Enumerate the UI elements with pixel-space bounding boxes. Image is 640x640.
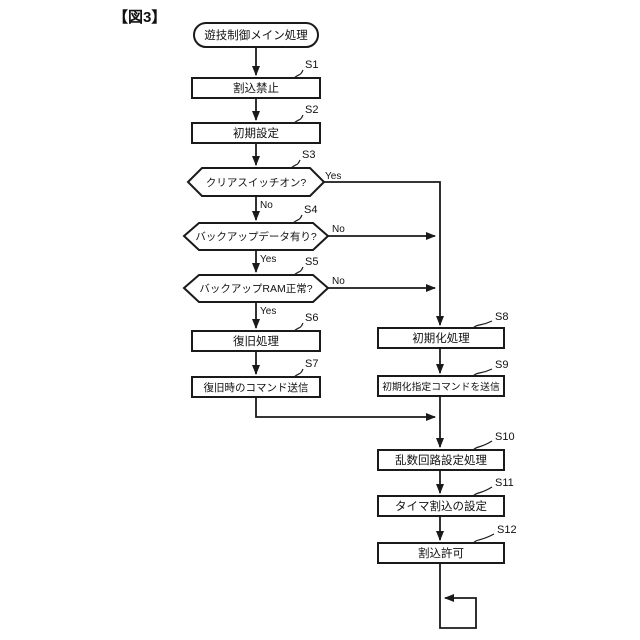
process-label-s11: タイマ割込の設定	[395, 499, 487, 513]
process-label-s2: 初期設定	[233, 126, 279, 140]
branch-label-s3-yes: Yes	[325, 171, 341, 182]
branch-label-s4-yes: Yes	[260, 254, 276, 265]
decision-label-s3: クリアスイッチオン?	[206, 177, 306, 189]
process-box-s11	[377, 495, 505, 517]
decision-hexagon-s3	[186, 167, 326, 197]
branch-label-s4-no: No	[332, 224, 345, 235]
step-id-s7: S7	[305, 358, 318, 370]
start-terminal-label: 遊技制御メイン処理	[204, 28, 308, 42]
step-id-s11: S11	[495, 477, 514, 489]
step-id-s12: S12	[497, 524, 517, 536]
step-id-s3: S3	[302, 149, 315, 161]
process-box-s2	[191, 122, 321, 144]
step-id-s2: S2	[305, 104, 318, 116]
process-label-s7: 復旧時のコマンド送信	[204, 381, 309, 394]
step-id-s9: S9	[495, 359, 508, 371]
step-id-s8: S8	[495, 311, 508, 323]
step-id-s10: S10	[495, 431, 515, 443]
step-id-s4: S4	[304, 204, 317, 216]
arrow-s3-yes-to-s8	[322, 181, 444, 326]
process-label-s12: 割込許可	[418, 546, 464, 560]
process-box-s8	[377, 327, 505, 349]
arrow-s7-to-trunk	[255, 397, 436, 421]
step-id-s6: S6	[305, 312, 318, 324]
branch-label-s5-no: No	[332, 276, 345, 287]
process-label-s1: 割込禁止	[233, 81, 279, 95]
process-label-s9: 初期化指定コマンドを送信	[382, 380, 500, 393]
decision-label-s4: バックアップデータ有り?	[195, 230, 316, 243]
process-box-s6	[191, 330, 321, 352]
start-terminal	[193, 22, 319, 48]
decision-hexagon-s5	[182, 274, 330, 303]
branch-label-s5-yes: Yes	[260, 306, 276, 317]
step-id-s5: S5	[305, 256, 318, 268]
decision-hexagon-s4	[182, 222, 330, 251]
process-box-s12	[377, 542, 505, 564]
process-label-s10: 乱数回路設定処理	[395, 453, 487, 467]
decision-label-s5: バックアップRAM正常?	[199, 282, 312, 295]
process-box-s1	[191, 77, 321, 99]
process-label-s6: 復旧処理	[233, 334, 279, 348]
process-box-s7	[191, 376, 321, 398]
process-box-s9	[377, 375, 505, 397]
figure-title: 【図3】	[113, 8, 166, 26]
process-label-s8: 初期化処理	[412, 331, 470, 345]
branch-label-s3-no: No	[260, 200, 273, 211]
step-id-s1: S1	[305, 59, 318, 71]
process-box-s10	[377, 449, 505, 471]
loop-back-connector	[439, 563, 477, 629]
